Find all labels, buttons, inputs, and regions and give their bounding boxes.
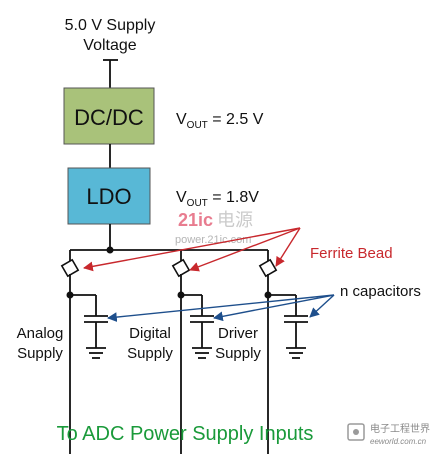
ground-digital — [192, 347, 212, 359]
dcdc-block — [63, 87, 155, 145]
digital-supply-line1: Digital — [129, 325, 171, 342]
supply-label-line2: Voltage — [83, 37, 136, 54]
dcdc-vout: VOUT = 2.5 V — [176, 111, 264, 131]
capacitor-analog — [84, 315, 108, 323]
capacitor-driver — [284, 315, 308, 323]
corner-logo-icon — [347, 423, 365, 441]
digital-supply-line2: Supply — [127, 345, 173, 362]
corner-watermark-site: eeworld.com.cn — [370, 437, 427, 446]
dcdc-label: DC/DC — [74, 105, 144, 130]
corner-watermark-title: 电子工程世界 — [370, 422, 430, 435]
ferrite-bead-label: Ferrite Bead — [310, 245, 393, 262]
watermark-site: power.21ic.com — [175, 234, 251, 246]
ferrite-bead-analog — [60, 258, 80, 278]
ldo-label: LDO — [86, 184, 131, 209]
analog-supply-line1: Analog — [17, 325, 64, 342]
supply-label-line1: 5.0 V Supply — [65, 17, 156, 34]
capacitor-arrows — [107, 294, 335, 322]
n-capacitors-label: n capacitors — [340, 283, 421, 300]
analog-supply-line2: Supply — [17, 345, 63, 362]
ground-driver — [286, 347, 306, 359]
ferrite-bead-digital — [171, 258, 191, 278]
driver-supply-line1: Driver — [218, 325, 258, 342]
corner-watermark: 电子工程世界 eeworld.com.cn — [347, 422, 430, 446]
ldo-block — [67, 167, 151, 225]
branch-analog — [60, 250, 108, 454]
bus-junction — [106, 246, 114, 254]
ldo-vout: VOUT = 1.8V — [176, 189, 259, 209]
ferrite-bead-driver — [258, 258, 278, 278]
bottom-caption: To ADC Power Supply Inputs — [57, 423, 314, 445]
branch-driver — [258, 250, 308, 454]
ferrite-arrows — [83, 227, 301, 272]
driver-supply-line2: Supply — [215, 345, 261, 362]
branch-digital — [171, 250, 214, 454]
ground-analog — [86, 347, 106, 359]
capacitor-digital — [190, 315, 214, 323]
